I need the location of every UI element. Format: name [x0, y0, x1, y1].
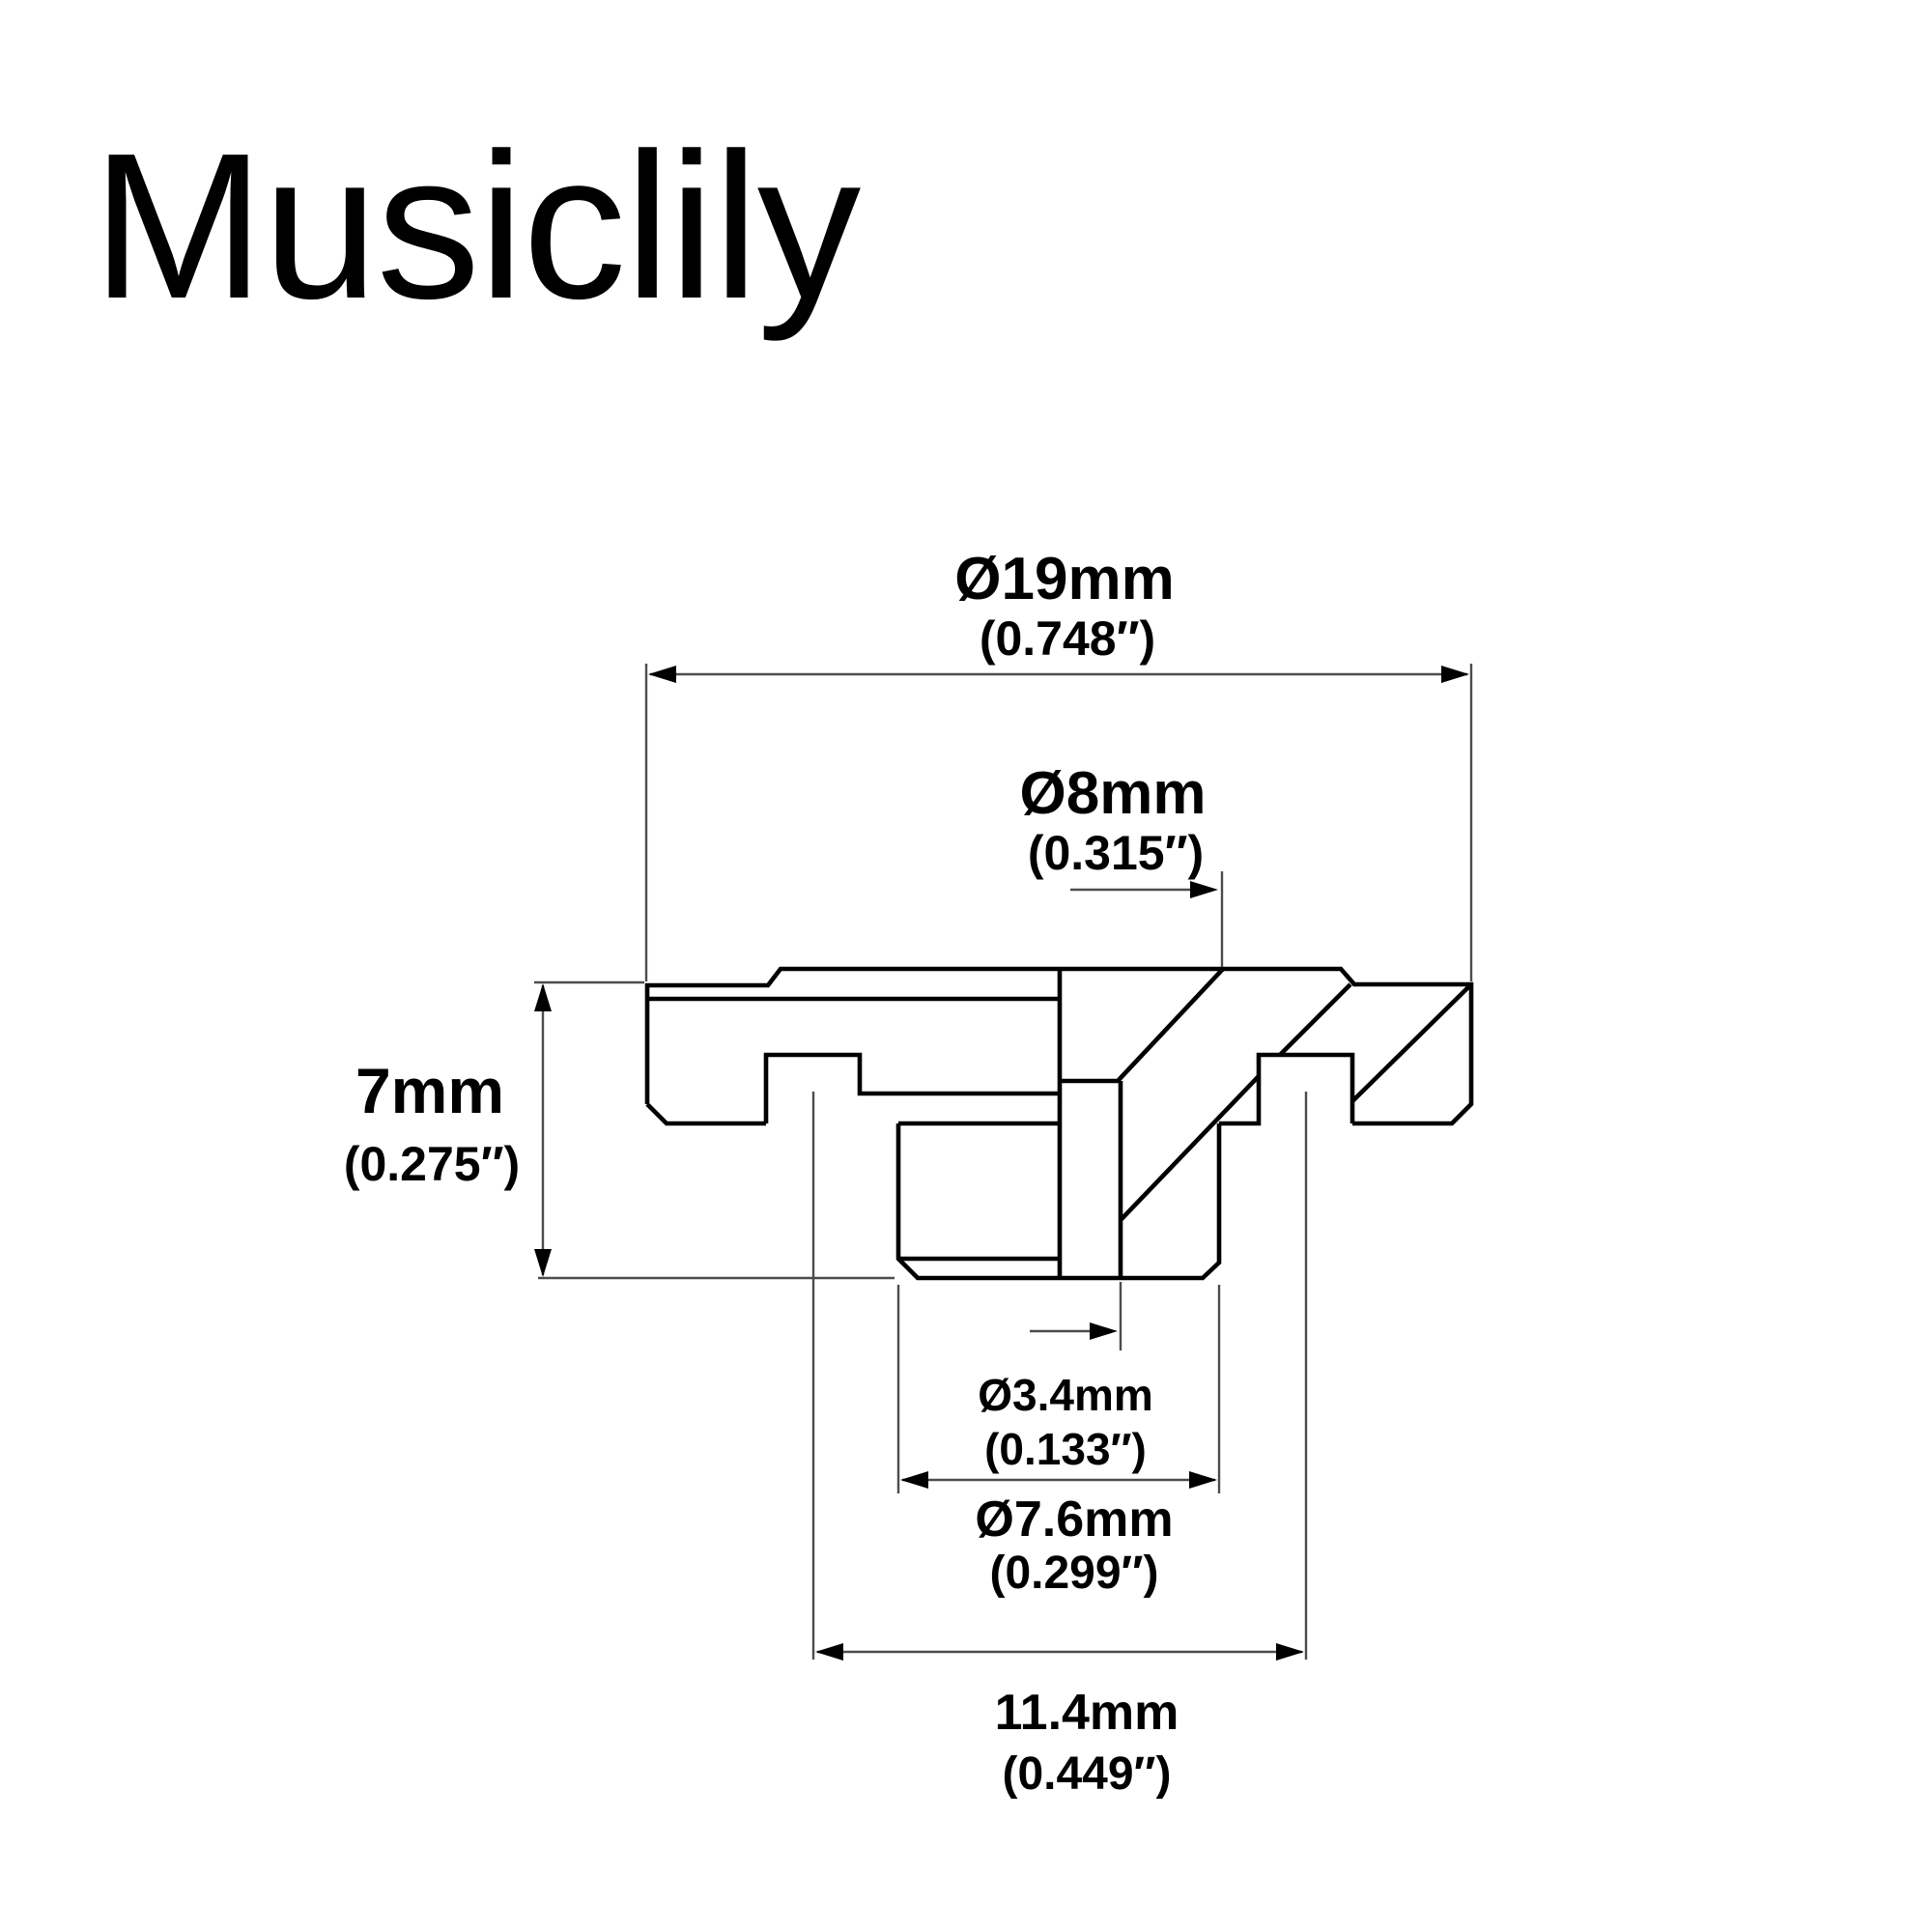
- height-label-imperial: (0.275″): [344, 1137, 520, 1191]
- extension-lines: [534, 664, 1473, 1660]
- part-cross-section: [644, 966, 1474, 1281]
- arrowhead-left-icon: [815, 1643, 843, 1661]
- height-extensions: [534, 980, 895, 1280]
- bushing-label-metric: Ø7.6mm: [975, 1492, 1173, 1548]
- outer-diameter-extensions: [644, 664, 1473, 981]
- hole-spacing-extensions: [811, 1092, 1308, 1660]
- hole-spacing-label-imperial: (0.449″): [1002, 1748, 1171, 1800]
- center-hole-band: [1057, 969, 1123, 1278]
- arrowhead-up-icon: [534, 983, 552, 1011]
- height-label-metric: 7mm: [355, 1055, 504, 1126]
- outer-diameter-label-imperial: (0.748″): [980, 611, 1155, 666]
- top-bore-label-metric: Ø8mm: [1020, 760, 1207, 827]
- bushing-extensions: [896, 1285, 1221, 1493]
- bushing-label-imperial: (0.299″): [989, 1548, 1158, 1599]
- hole-spacing-label-metric: 11.4mm: [995, 1685, 1179, 1741]
- arrowhead-right-icon: [1276, 1643, 1304, 1661]
- arrowhead-left-icon: [648, 666, 676, 683]
- dimension-labels: Ø19mm (0.748″) Ø8mm (0.315″) 7mm (0.275″…: [344, 546, 1207, 1800]
- slanted-section-edges: [1117, 967, 1471, 1222]
- arrowhead-down-icon: [534, 1249, 552, 1277]
- arrowhead-right-icon: [1190, 881, 1218, 898]
- outer-diameter-label-metric: Ø19mm: [954, 546, 1174, 612]
- brand-logo: Musiclily: [92, 109, 862, 342]
- arrowhead-right-icon: [1441, 666, 1469, 683]
- arrowhead-right-icon: [1189, 1471, 1217, 1489]
- flange-outline: [644, 966, 1474, 1126]
- dimension-lines: [534, 666, 1469, 1661]
- small-hole-label-imperial: (0.133″): [984, 1424, 1147, 1474]
- arrowhead-right-icon: [1090, 1322, 1118, 1340]
- top-bore-label-imperial: (0.315″): [1028, 826, 1204, 880]
- small-hole-label-metric: Ø3.4mm: [978, 1370, 1153, 1420]
- arrowhead-left-icon: [900, 1471, 928, 1489]
